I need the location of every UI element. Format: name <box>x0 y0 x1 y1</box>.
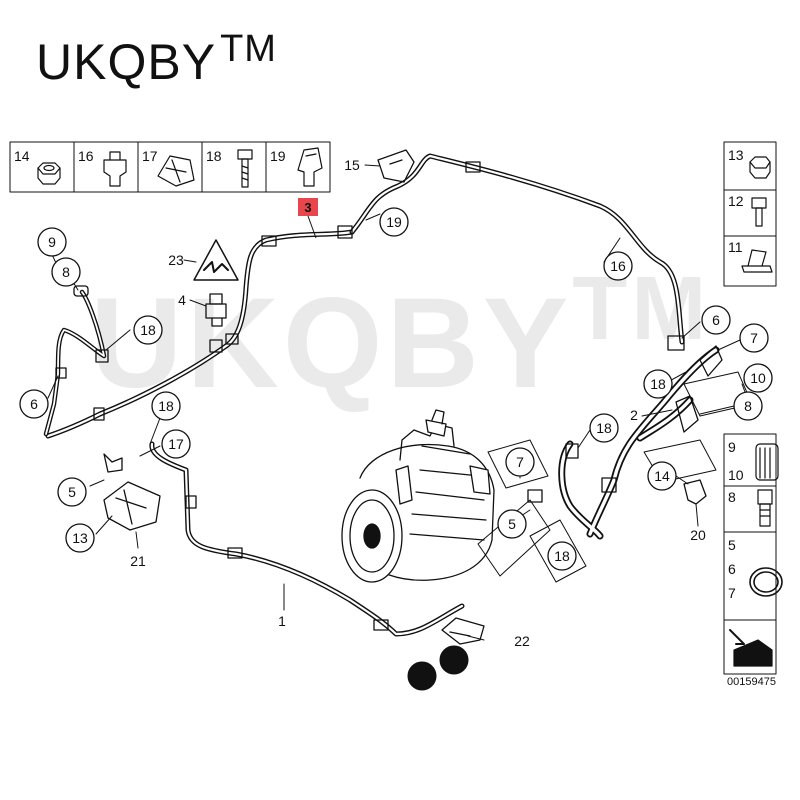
callout-16: 16 <box>610 258 626 274</box>
callout-6: 6 <box>30 396 38 412</box>
callout-23: 23 <box>168 252 184 268</box>
callout-18: 18 <box>650 376 666 392</box>
ac-line-top-inner <box>350 154 684 344</box>
callout-20: 20 <box>690 527 706 543</box>
clamp-21 <box>103 453 161 531</box>
right-box-label: 5 <box>728 537 736 553</box>
callout-7: 7 <box>750 330 758 346</box>
right-box-label: 11 <box>728 239 743 255</box>
grommet-left <box>407 661 437 691</box>
callout-15: 15 <box>344 157 360 173</box>
callout-5: 5 <box>68 484 76 500</box>
ac-line-main <box>149 441 465 637</box>
grommet-right <box>439 645 469 675</box>
top-parts-box <box>9 141 331 193</box>
nut-icon <box>749 156 771 179</box>
ac-compressor <box>341 409 495 583</box>
callout-9: 9 <box>48 234 56 250</box>
bracket-15 <box>377 149 415 183</box>
callout-14: 14 <box>654 468 670 484</box>
warning-triangle-icon <box>193 239 239 281</box>
highlight-badge <box>298 198 318 216</box>
callout-22: 22 <box>514 633 530 649</box>
callout-1: 1 <box>278 613 286 629</box>
valve-cap-icon <box>755 443 779 481</box>
right-box-label: 12 <box>728 193 744 209</box>
arrow-symbol-icon <box>729 629 773 667</box>
right-box-label: 9 <box>728 439 736 455</box>
top-box-label: 18 <box>206 148 222 164</box>
top-box-labels: 14 16 17 18 19 <box>14 148 286 164</box>
callout-18: 18 <box>158 398 174 414</box>
callout-4: 4 <box>178 292 186 308</box>
top-box-label: 14 <box>14 148 30 164</box>
right-box-label: 7 <box>728 585 736 601</box>
clip-20 <box>683 479 707 505</box>
callout-2: 2 <box>630 407 638 423</box>
callout-8: 8 <box>62 264 70 280</box>
nut-icon <box>37 162 61 185</box>
callout-18: 18 <box>554 548 570 564</box>
watermark: UKQBYTM <box>90 259 711 415</box>
right-box-label: 6 <box>728 561 736 577</box>
callout-10: 10 <box>750 370 766 386</box>
callout-18: 18 <box>140 322 156 338</box>
callout-21: 21 <box>130 553 146 569</box>
top-box-label: 17 <box>142 148 158 164</box>
right-box-label: 10 <box>728 467 744 483</box>
document-number: 00159475 <box>727 676 776 688</box>
line-bracket-right <box>675 345 723 433</box>
callouts: 15 19 16 9 8 18 6 23 4 18 <box>19 157 773 649</box>
valve-core-icon <box>757 489 773 527</box>
right-box-labels: 13 12 11 9 10 8 5 6 7 <box>728 147 744 601</box>
bolt-icon <box>751 197 767 227</box>
bolt-icon <box>237 149 253 188</box>
callout-8: 8 <box>744 398 752 414</box>
top-box-label: 16 <box>78 148 94 164</box>
right-parts-box <box>723 141 777 675</box>
bracket-icon <box>157 155 195 187</box>
bracket-22 <box>441 617 485 645</box>
o-ring-icon <box>749 567 783 597</box>
clamp-icon <box>297 147 323 187</box>
callout-13: 13 <box>72 530 88 546</box>
callout-18: 18 <box>596 420 612 436</box>
right-box-label: 13 <box>728 147 744 163</box>
pipe-right-assembly <box>558 346 720 540</box>
callout-19: 19 <box>386 214 402 230</box>
callout-5: 5 <box>508 516 516 532</box>
pressure-sensor <box>205 293 227 327</box>
callout-17: 17 <box>168 436 184 452</box>
callout-7: 7 <box>516 454 524 470</box>
pipe-small-left <box>43 289 107 437</box>
ac-line-left <box>45 229 355 439</box>
fitting <box>93 161 685 631</box>
clip-icon <box>103 151 127 187</box>
highlight-label: 3 <box>304 200 311 215</box>
spring-clip-icon <box>741 249 773 273</box>
right-box-label: 8 <box>728 489 736 505</box>
top-box-label: 19 <box>270 148 286 164</box>
ac-line-main-inner <box>150 442 464 636</box>
ac-line-left-inner <box>46 230 354 438</box>
callout-6: 6 <box>712 312 720 328</box>
